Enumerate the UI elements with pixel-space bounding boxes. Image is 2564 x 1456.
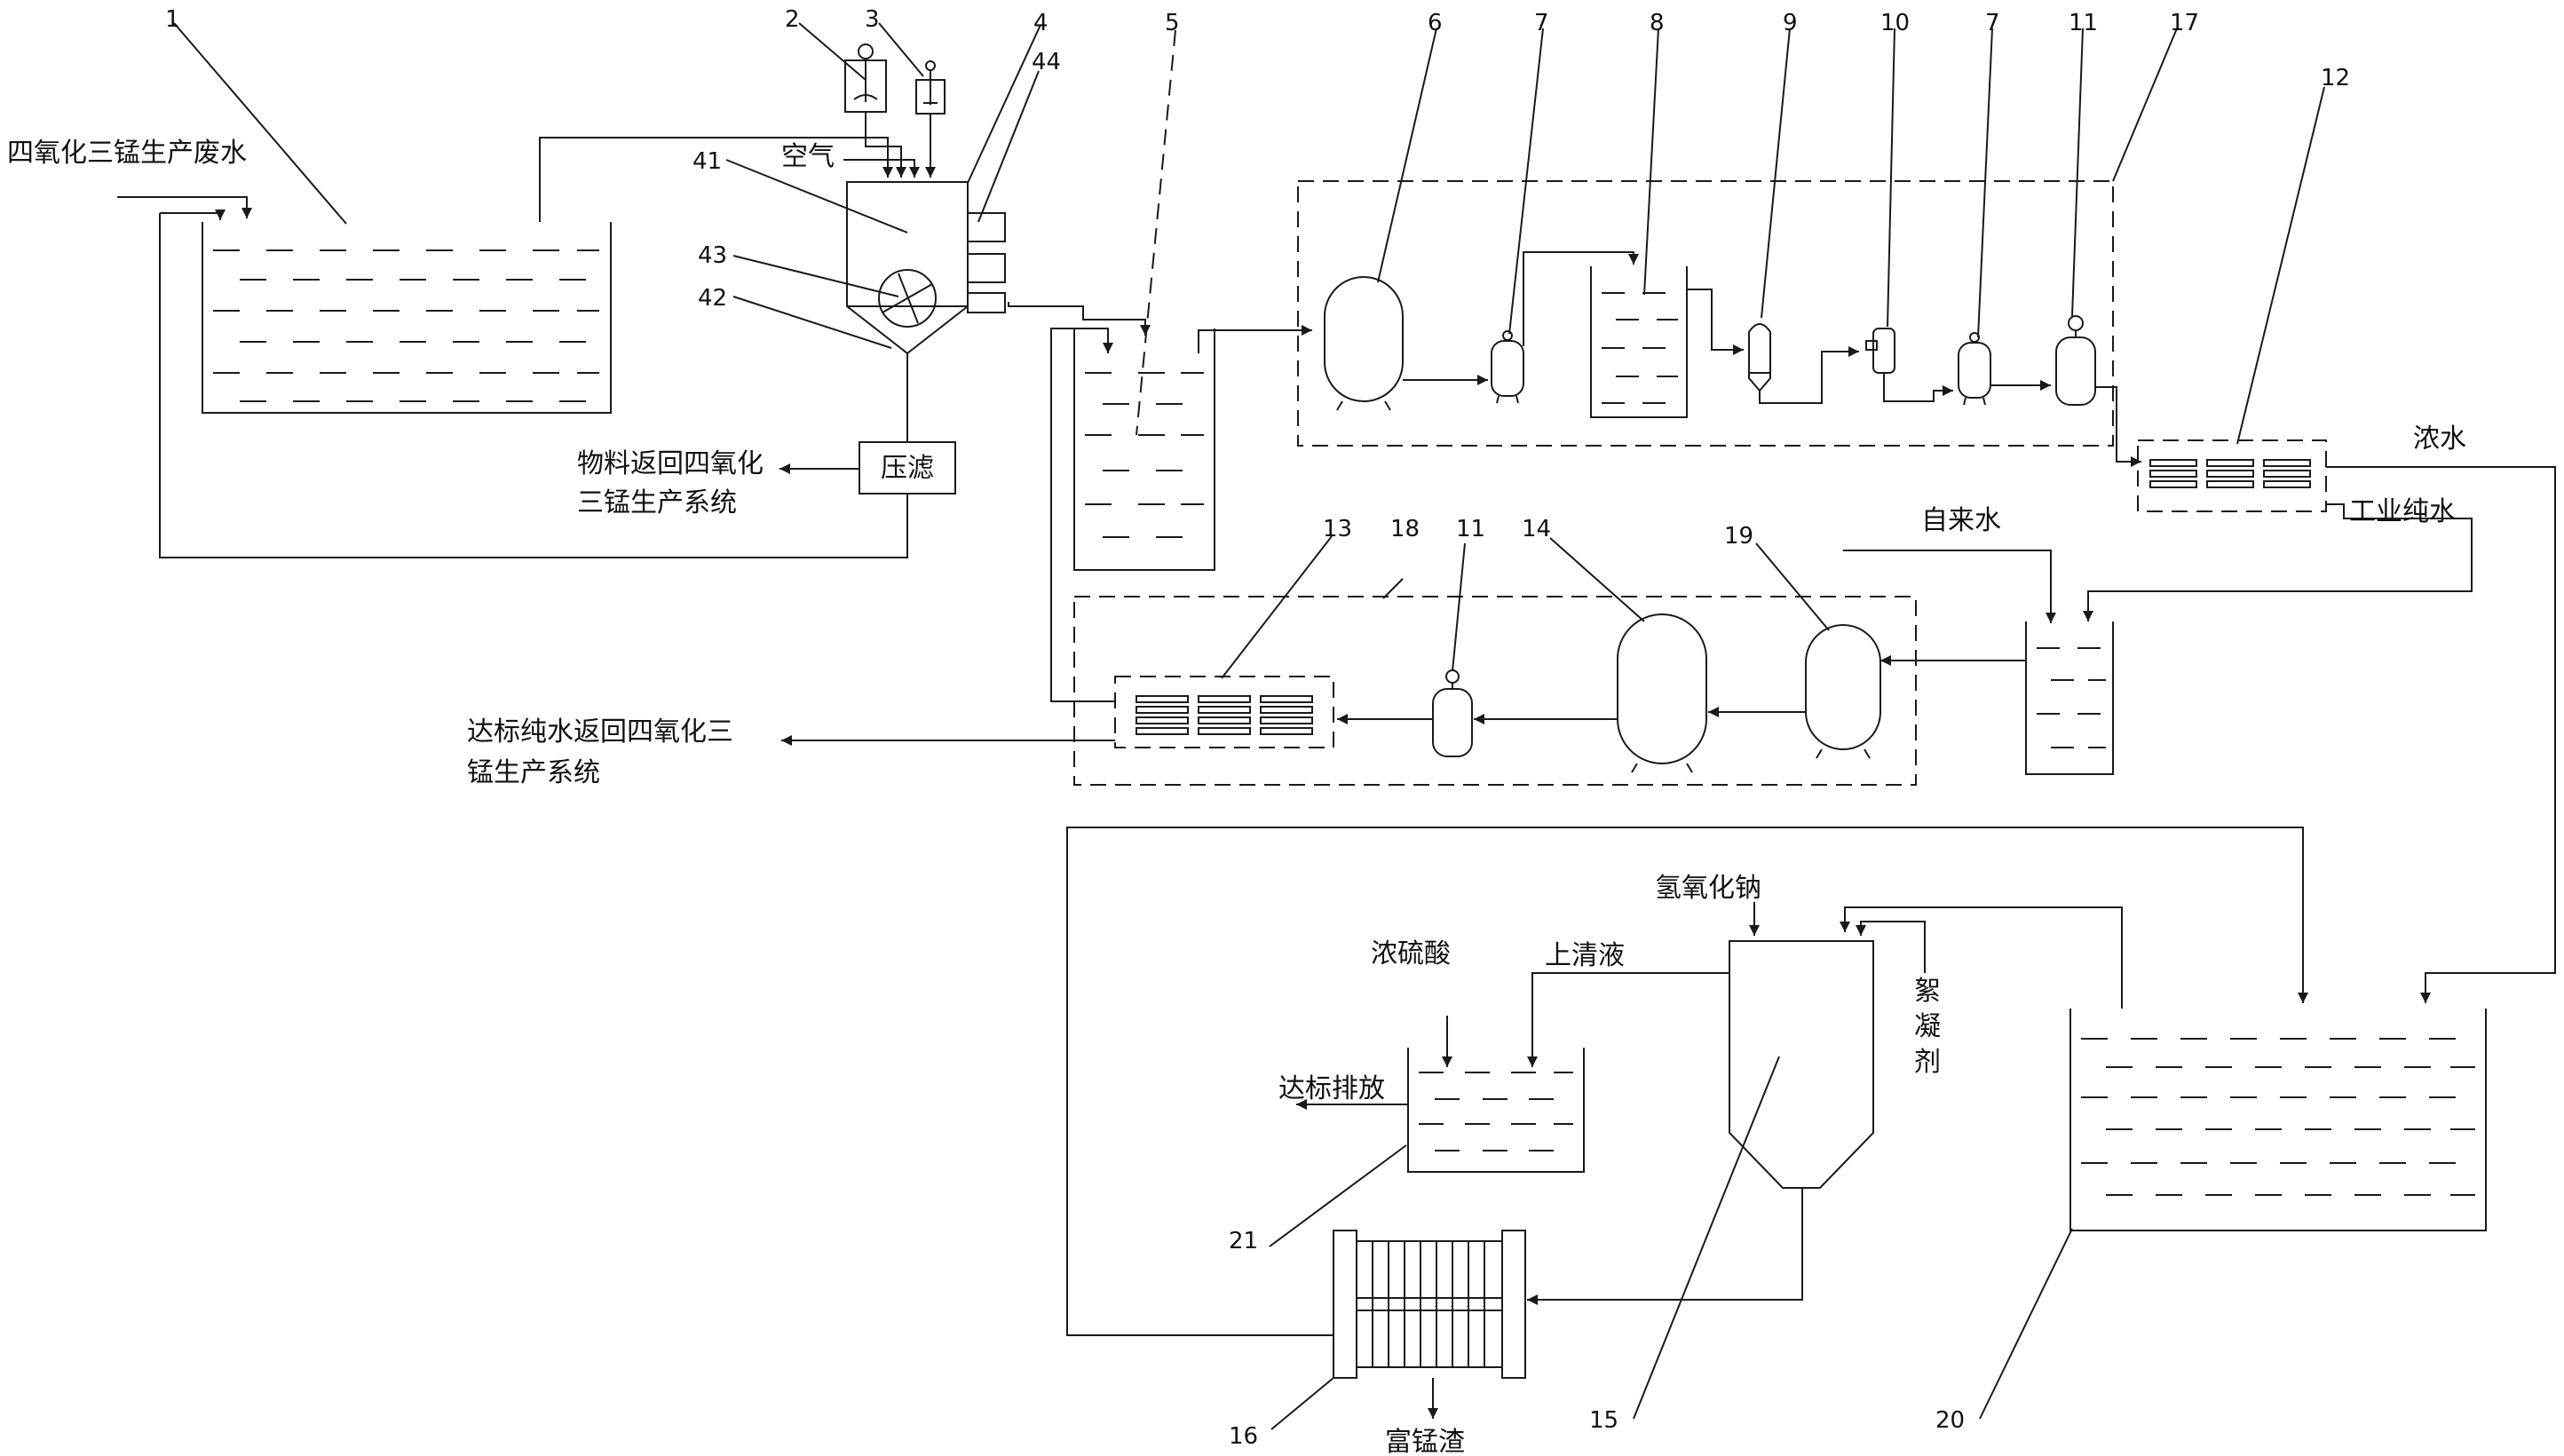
leader-lines [173,22,2325,1430]
concentrate-to-tank20-pipe [2326,466,2556,1003]
security-filter-11b [1432,669,1473,757]
dosing-tank-3 [915,60,946,133]
ref-number: 11 [1456,516,1485,542]
ro-membrane-12 [2137,439,2327,512]
pure-water-to-tap-tank-pipe [2083,503,2473,621]
flocculant-label-2: 凝 [1914,1011,1941,1042]
wastewater-inlet-pipe [117,196,252,218]
flocculant-label-1: 絮 [1914,976,1941,1007]
press-filter-box: 压滤 [859,441,956,495]
filter-press-16 [1333,1230,1526,1379]
ref-number: 16 [1229,1423,1258,1450]
naoh-label: 氢氧化钠 [1655,873,1761,904]
ref-number: 44 [1032,49,1061,75]
dosing-device-10 [1865,328,1895,382]
ref-number: 11 [2069,10,2098,36]
dosing-tank-2 [844,44,887,128]
d10-to-f7b-pipe [1883,382,1953,402]
ref-number: 1 [165,6,180,33]
tap-water-tank [2025,621,2114,775]
ref-number: 21 [1229,1228,1258,1254]
supernatant-pipe [1527,972,1729,1067]
filtrate16-to-tank20-pipe [1066,827,2308,1336]
h2so4-label: 浓硫酸 [1371,938,1451,969]
ref-number: 14 [1522,516,1551,542]
cartridge-filter-7a [1491,330,1524,404]
ref-number: 41 [692,148,722,175]
filter-tank-6 [1324,276,1404,411]
ro-membrane-13 [1114,676,1334,748]
f7-to-t8-pipe [1523,251,1639,346]
ref-number: 3 [865,6,880,33]
tap-water-label: 自来水 [1921,505,2001,536]
pretreatment-enclosure-17 [1297,180,2114,447]
concentrate-label: 浓水 [2413,423,2466,455]
mn-slag-label: 富锰渣 [1385,1427,1465,1456]
tank1-to-reactor-pipe [539,137,893,222]
ref-number: 9 [1783,10,1798,36]
neutralization-tank-21 [1407,1048,1585,1173]
filter-tank-14 [1617,613,1707,773]
ref-number: 42 [698,285,727,312]
reference-numbers: 1 2 3 4 44 41 43 42 5 6 7 8 9 10 7 11 17… [165,6,2350,1450]
security-filter-11a [2055,315,2096,406]
air-label: 空气 [781,141,835,172]
d9-to-d10-pipe [1759,346,1859,404]
ref-number: 18 [1390,516,1420,542]
ref-number: 13 [1323,516,1352,542]
flow-labels: 四氧化三锰生产废水 空气 物料返回四氧化 三锰生产系统 浓水 工业纯水 自来水 … [7,138,2466,1456]
collection-tank-20 [2069,1009,2487,1231]
pure-water-return-label-line2: 锰生产系统 [467,757,600,788]
tank5-inlet-pipe [1050,328,1113,366]
tap-water-inlet-pipe [1843,550,2056,623]
reactor-to-tank5-pipe [1008,302,1151,336]
sludge-to-press16-pipe [1527,1188,1803,1305]
air-pipe [843,159,920,178]
filtrate-return-pipe [159,213,908,558]
material-return-label-line1: 物料返回四氧化 [577,448,764,479]
softener-tank-19 [1805,624,1881,759]
flocculant-pipe [1856,921,1926,973]
return-inlet-pipe [160,210,226,220]
ref-number: 2 [785,6,800,33]
ref-number: 7 [1534,10,1549,36]
ref-number: 5 [1165,10,1180,36]
cartridge-filter-7b [1958,332,1991,406]
ref-number: 19 [1724,523,1753,550]
ref-number: 17 [2170,10,2199,36]
ref-number: 4 [1033,10,1049,36]
f11-to-ro12-pipe [2095,386,2141,467]
ref-number: 7 [1985,10,2000,36]
pure-water-return-label-line1: 达标纯水返回四氧化三 [467,716,733,748]
ref-number: 20 [1935,1407,1965,1434]
dosing2-pipe [865,128,906,178]
wastewater-label: 四氧化三锰生产废水 [7,138,247,169]
t8-to-d9-pipe [1687,289,1744,355]
wastewater-tank-1 [202,222,612,414]
ref-number: 6 [1428,10,1443,36]
ref-number: 8 [1650,10,1665,36]
ref-number: 10 [1880,10,1910,36]
buffer-tank-5 [1073,328,1215,571]
settling-tank-15 [1729,940,1874,1189]
discharge-label: 达标排放 [1278,1073,1385,1104]
tank20-to-settler-pipe [1840,906,2123,1009]
ref-number: 12 [2321,65,2350,91]
intermediate-tank-8 [1590,266,1688,418]
dosing-device-9 [1748,323,1771,392]
ref-number: 15 [1589,1407,1618,1434]
ref-number: 43 [698,242,727,269]
oxidation-reactor-4 [846,181,1006,442]
flocculant-label-3: 剂 [1914,1047,1941,1078]
tank5-to-ro2-pipe [1050,366,1115,702]
tank5-to-train-pipe [1198,325,1312,353]
material-return-label-line2: 三锰生产系统 [577,487,737,518]
supernatant-label: 上清液 [1545,940,1625,971]
industrial-pure-water-label: 工业纯水 [2349,496,2456,527]
press-filter-label: 压滤 [881,453,934,484]
pure-water-enclosure-18 [1073,596,1917,786]
